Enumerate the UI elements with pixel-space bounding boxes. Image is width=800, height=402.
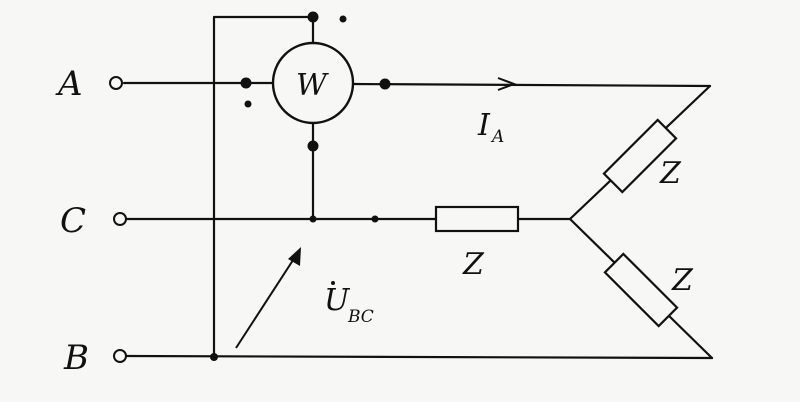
wattmeter-label: W (296, 68, 329, 103)
polarity-dot (339, 15, 347, 23)
load-resistor-b-group (603, 252, 679, 328)
voltage-symbol: U (324, 283, 351, 318)
terminal-label-c: C (60, 201, 86, 241)
voltage-subscript: BC (347, 307, 374, 327)
phasor-dot (331, 281, 335, 285)
load-resistor-a-group (602, 118, 678, 194)
line-b (124, 354, 714, 360)
terminal-label-a: A (55, 64, 83, 104)
load-label-b: Z (671, 263, 694, 298)
load-label-c: Z (462, 247, 485, 282)
current-subscript: A (490, 127, 504, 147)
load-resistor-c (434, 205, 520, 233)
terminal-a (109, 76, 123, 90)
junction-dot (307, 140, 319, 152)
junction-dot (240, 77, 252, 89)
current-symbol: I (477, 108, 491, 143)
terminal-label-b: B (63, 338, 89, 378)
load-label-a: Z (659, 156, 682, 191)
voltage-coil-lead (212, 15, 315, 360)
terminal-b (113, 349, 127, 363)
voltage-arrow-head (288, 247, 301, 266)
wattmeter-symbol (271, 41, 355, 125)
current-arrow (497, 77, 517, 91)
junction-dot (309, 215, 317, 223)
load-resistor-b (603, 252, 679, 328)
load-resistor-a (602, 118, 678, 194)
junction-dot (210, 353, 218, 361)
voltage-arrow (235, 253, 298, 349)
terminal-c (113, 212, 127, 226)
line-a-right (350, 82, 712, 88)
junction-dot (371, 215, 379, 223)
junction-dot (379, 78, 391, 90)
junction-dot (307, 11, 319, 23)
polarity-dot (244, 100, 252, 108)
